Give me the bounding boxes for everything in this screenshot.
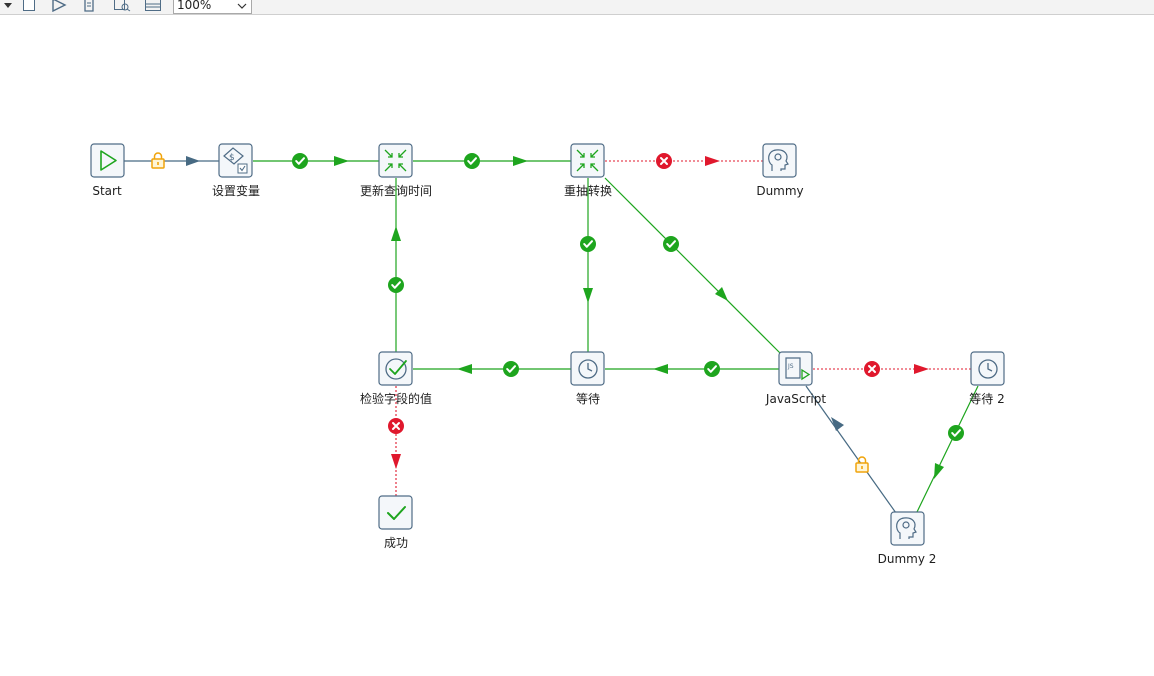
dropdown-arrow-icon[interactable] [3, 0, 13, 12]
step-label: 等待 2 [969, 392, 1004, 406]
dummy-head-icon [768, 149, 789, 171]
hop-rerun-to-dummy[interactable] [605, 152, 763, 170]
step-label: 设置变量 [212, 183, 260, 198]
ok-check-icon [947, 424, 965, 442]
step-wait[interactable]: 等待 [570, 351, 605, 406]
step-update-query-time[interactable]: 更新查询时间 [360, 143, 432, 198]
start-play-icon [100, 150, 117, 171]
zoom-select[interactable]: 100% [173, 0, 252, 14]
step-label: Dummy [756, 184, 803, 198]
ok-check-icon [662, 235, 680, 253]
error-x-icon [387, 417, 405, 435]
step-start[interactable]: Start [90, 143, 125, 198]
step-label: 成功 [384, 536, 408, 550]
zoom-value: 100% [177, 0, 212, 12]
step-label: 等待 [576, 392, 600, 406]
run-icon[interactable] [51, 0, 67, 12]
step-wait-2[interactable]: 等待 2 [969, 351, 1005, 406]
preview-icon[interactable] [113, 0, 131, 12]
step-dummy[interactable]: Dummy [756, 143, 804, 198]
step-javascript[interactable]: JS JavaScript [765, 351, 826, 406]
step-label: 重抽转换 [564, 183, 612, 198]
step-label: JavaScript [765, 392, 826, 406]
clock-icon [978, 359, 998, 379]
hop-rerun-to-wait[interactable] [579, 178, 597, 352]
chevron-down-icon [237, 1, 247, 12]
step-check-field-value[interactable]: 检验字段的值 [360, 351, 432, 406]
hop-check-value-to-success[interactable] [387, 386, 405, 496]
hop-check-value-to-update-time[interactable] [387, 178, 405, 352]
new-icon[interactable] [22, 0, 36, 12]
step-set-variables[interactable]: $ 设置变量 [212, 143, 260, 198]
lock-icon [151, 152, 165, 169]
step-dummy-2[interactable]: Dummy 2 [878, 511, 937, 566]
ok-check-icon [291, 152, 309, 170]
step-label: 检验字段的值 [360, 391, 432, 406]
hop-start-to-set-variables[interactable] [124, 152, 219, 169]
hop-javascript-to-wait[interactable] [605, 360, 779, 378]
step-label: 更新查询时间 [360, 183, 432, 198]
transformation-icon [384, 149, 407, 172]
hop-wait-to-check-value[interactable] [413, 360, 571, 378]
check-circle-icon [385, 358, 407, 380]
svg-text:JS: JS [787, 363, 794, 370]
error-x-icon [655, 152, 673, 170]
clock-icon [578, 359, 598, 379]
svg-text:$: $ [229, 153, 235, 163]
hop-javascript-to-wait2[interactable] [813, 360, 971, 378]
set-variables-icon: $ [223, 147, 248, 174]
step-rerun-transformation[interactable]: 重抽转换 [564, 143, 612, 198]
ok-check-icon [502, 360, 520, 378]
transformation-icon [576, 149, 599, 172]
toolbar: 100% [0, 0, 1154, 15]
javascript-script-icon: JS [785, 357, 811, 381]
script-icon[interactable] [82, 0, 98, 12]
step-success[interactable]: 成功 [378, 495, 413, 550]
success-check-icon [387, 506, 406, 520]
error-x-icon [863, 360, 881, 378]
step-label: Start [92, 184, 122, 198]
dummy-head-icon [896, 517, 917, 539]
step-label: Dummy 2 [878, 552, 937, 566]
ok-check-icon [463, 152, 481, 170]
hop-rerun-to-javascript[interactable] [604, 177, 781, 354]
hop-update-time-to-rerun[interactable] [413, 152, 571, 170]
hop-set-variables-to-update-time[interactable] [253, 152, 379, 170]
ok-check-icon [579, 235, 597, 253]
layout-icon[interactable] [144, 0, 162, 12]
ok-check-icon [387, 276, 405, 294]
hop-dummy2-to-javascript[interactable] [805, 385, 897, 514]
hop-wait2-to-dummy2[interactable] [916, 385, 979, 513]
ok-check-icon [703, 360, 721, 378]
